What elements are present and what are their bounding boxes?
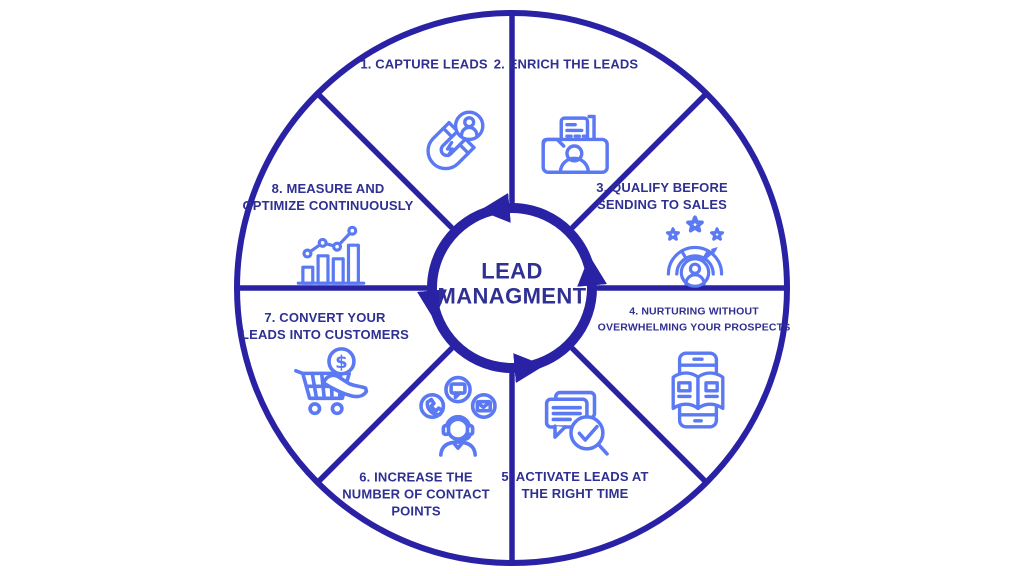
- chat-search-check-icon: [544, 390, 609, 456]
- folder-documents-icon: [541, 114, 609, 174]
- segment-label-enrich-leads: 2. ENRICH THE LEADS: [493, 56, 639, 72]
- segment-label-convert: 7. CONVERT YOUR LEADS INTO CUSTOMERS: [241, 310, 409, 342]
- segment-divider-lines: [236, 12, 788, 564]
- growth-bar-chart-icon: [296, 225, 366, 285]
- segment-label-qualify: 3. QUALIFY BEFORE SENDING TO SALES: [596, 180, 728, 212]
- cart-money-hand-icon: $: [294, 347, 369, 416]
- segment-label-activate: 5. ACTIVATE LEADS AT THE RIGHT TIME: [501, 469, 649, 501]
- tablet-open-book-icon: [671, 351, 725, 429]
- magnet-user-icon: [426, 110, 485, 171]
- cycle-arrows-icon: [416, 192, 608, 384]
- support-contact-channels-icon: [419, 375, 497, 457]
- segment-label-capture-leads: 1. CAPTURE LEADS: [360, 56, 488, 72]
- svg-text:$: $: [335, 352, 348, 373]
- wheel-center-title: LEAD MANAGMENT: [437, 258, 587, 309]
- segment-label-contact-points: 6. INCREASE THE NUMBER OF CONTACT POINTS: [342, 469, 490, 519]
- segment-label-nurturing: 4. NURTURING WITHOUT OVERWHELMING YOUR P…: [597, 305, 791, 333]
- segment-label-measure: 8. MEASURE AND OPTIMIZE CONTINUOUSLY: [242, 181, 414, 213]
- rating-gauge-stars-icon: [665, 215, 725, 288]
